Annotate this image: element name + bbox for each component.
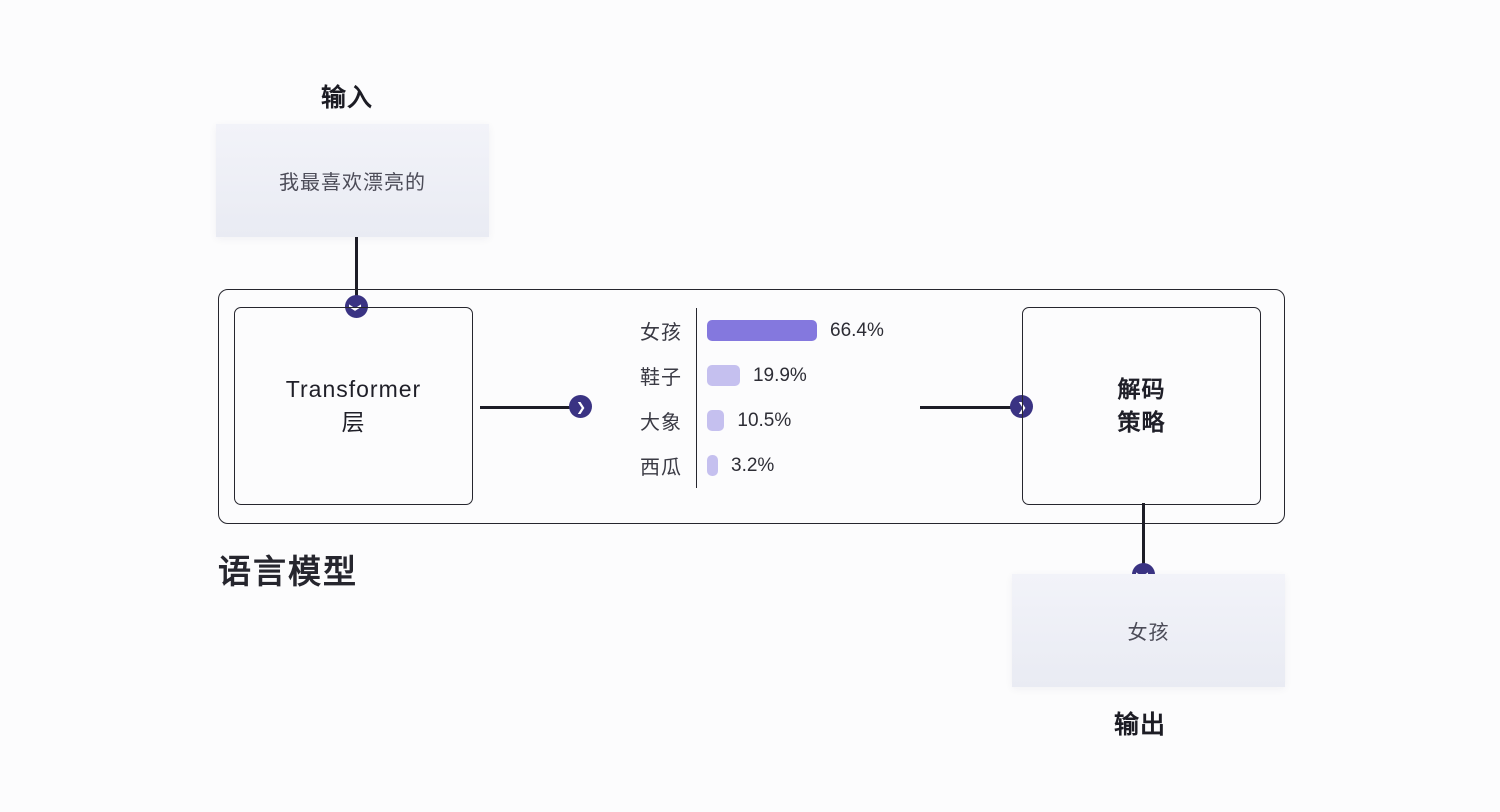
probability-value: 3.2% [731,454,775,476]
transformer-line2: 层 [341,409,366,435]
probability-bar [707,365,740,386]
probability-bar [707,410,725,431]
arrow-transformer-head: ❯ [569,395,592,418]
probability-chart: 女孩 66.4% 鞋子 19.9% 大象 10.5% 西瓜 3.2% [640,308,900,488]
probability-bar [707,320,817,341]
token-label: 鞋子 [640,367,682,389]
arrow-output-line [1142,503,1145,565]
arrow-transformer-line [480,406,572,409]
arrow-decoder-line [920,406,1013,409]
decoder-line1: 解码 [1117,375,1166,402]
probability-bar [707,455,718,476]
probability-value: 66.4% [830,319,884,341]
decoder-box: 解码 策略 [1022,307,1261,505]
input-text: 我最喜欢漂亮的 [279,172,426,194]
probability-value: 19.9% [752,364,807,386]
probability-value: 10.5% [737,409,792,431]
input-label: 输入 [320,84,373,112]
probability-row: 鞋子 19.9% [640,353,900,398]
token-label: 女孩 [640,322,682,344]
probability-bar-cell: 19.9% [696,353,807,398]
probability-bar-cell: 3.2% [696,443,774,488]
output-box: 女孩 [1012,574,1285,687]
arrow-input-line [355,237,358,297]
transformer-box: Transformer 层 [234,307,473,505]
output-label: 输出 [1113,711,1166,739]
token-label: 大象 [640,412,682,434]
language-model-container [218,289,1285,524]
output-text: 女孩 [1127,622,1170,644]
probability-row: 女孩 66.4% [640,308,900,353]
input-box: 我最喜欢漂亮的 [216,124,489,237]
decoder-line2: 策略 [1117,409,1166,435]
chevron-right-icon: ❯ [575,399,587,414]
language-model-label: 语言模型 [218,553,358,590]
probability-bar-cell: 10.5% [696,398,791,443]
token-label: 西瓜 [640,457,682,479]
probability-bar-cell: 66.4% [696,308,884,353]
arrow-input-head: ❯ [345,295,368,318]
probability-row: 大象 10.5% [640,398,900,443]
transformer-line1: Transformer [285,375,422,402]
probability-row: 西瓜 3.2% [640,443,900,488]
